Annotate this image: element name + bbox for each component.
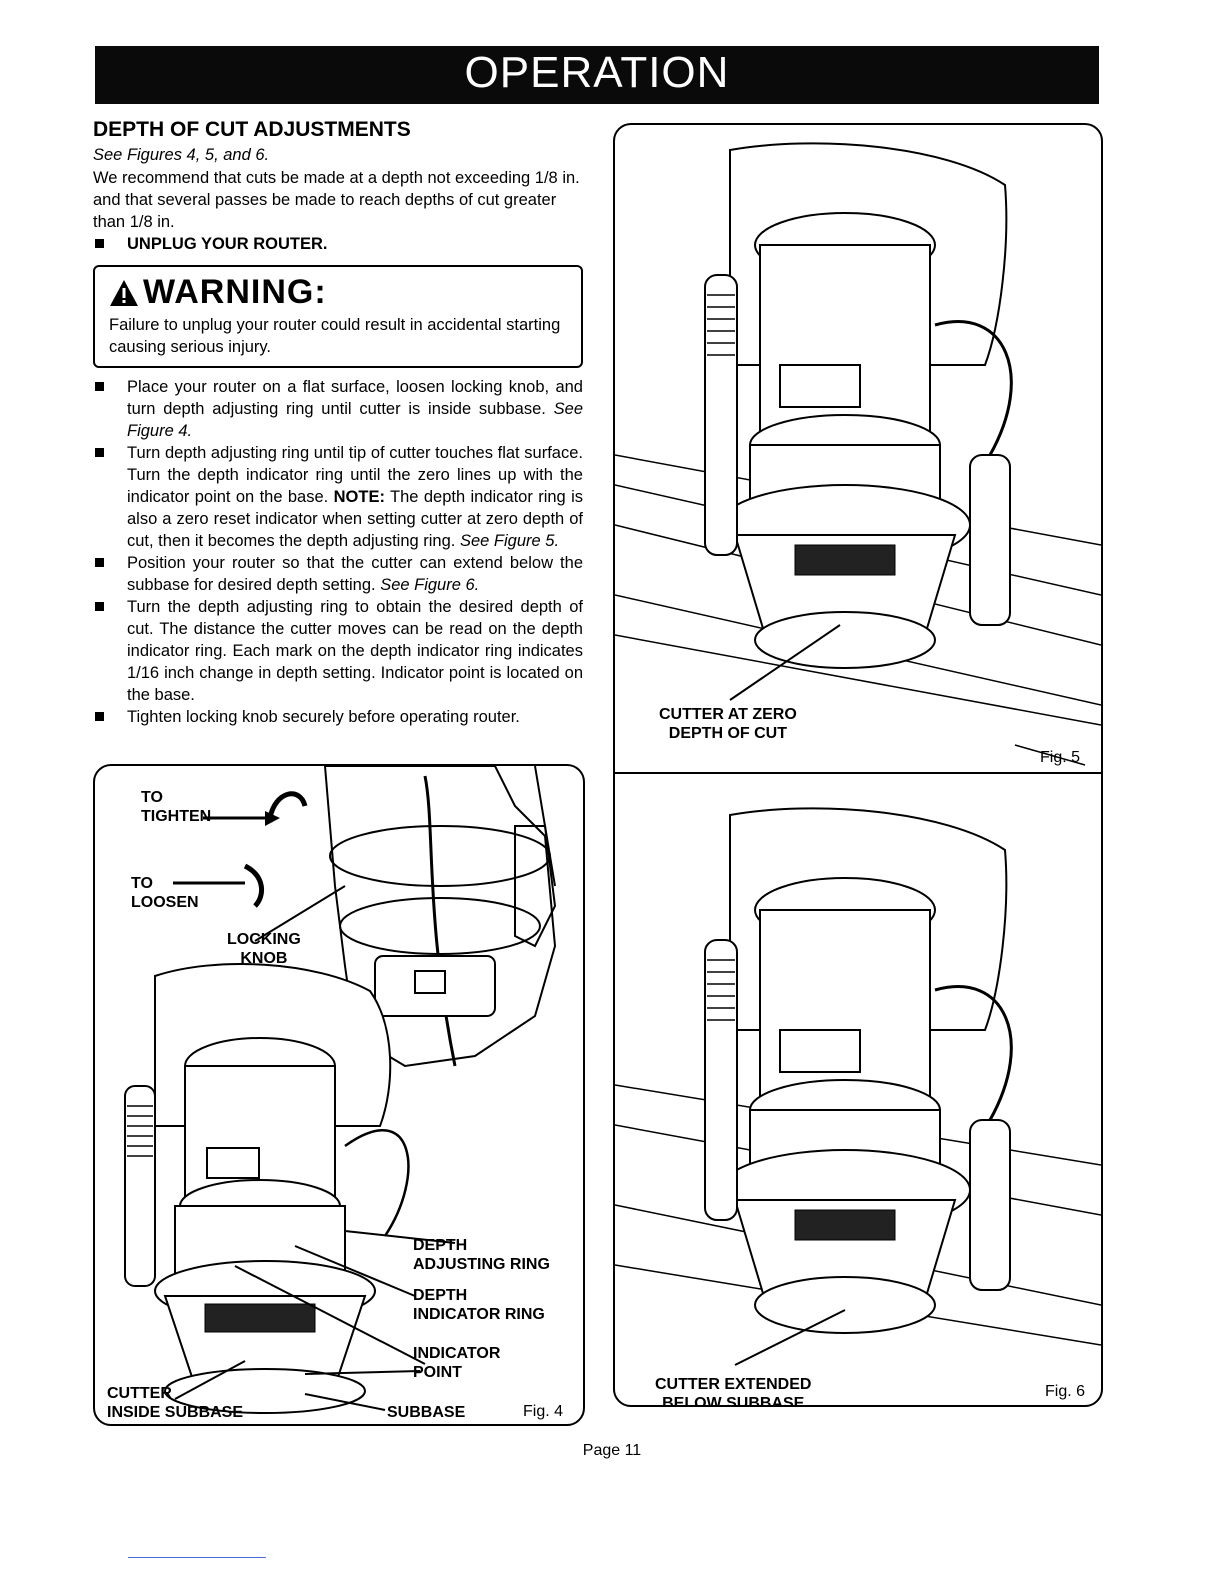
- figure-reference: See Figure 4.: [127, 400, 583, 440]
- see-figures: See Figures 4, 5, and 6.: [93, 146, 270, 164]
- list-item: Position your router so that the cutter …: [93, 552, 583, 596]
- subbase-label: SUBBASE: [387, 1404, 466, 1421]
- note-text: The depth indicator ring is also a zero …: [127, 488, 584, 550]
- bullet-text: Place your router on a flat surface, loo…: [127, 378, 583, 418]
- warning-title: WARNING:: [143, 273, 327, 311]
- warning-header: WARNING:: [109, 273, 569, 312]
- depth-adjusting-ring-label: DEPTH ADJUSTING RING: [413, 1237, 550, 1273]
- figures-5-6: CUTTER AT ZERO DEPTH OF CUT Fig. 5 CUTTE…: [613, 123, 1103, 1407]
- cutter-at-zero-label: CUTTER AT ZERO DEPTH OF CUT: [659, 706, 797, 742]
- list-item: Turn depth adjusting ring until tip of c…: [93, 442, 583, 552]
- warning-text: Failure to unplug your router could resu…: [109, 316, 561, 356]
- to-loosen-label: TO LOOSEN: [131, 875, 199, 911]
- bullet-text: Turn the depth adjusting ring to obtain …: [127, 598, 583, 704]
- divider: [128, 1557, 266, 1558]
- brand-plate: [204, 1303, 316, 1333]
- header-bar: OPERATION: [95, 46, 1099, 104]
- list-item: Place your router on a flat surface, loo…: [93, 376, 583, 442]
- section-title: DEPTH OF CUT ADJUSTMENTS: [93, 118, 411, 141]
- locking-knob-label: LOCKING KNOB: [227, 931, 301, 967]
- page-number: Page 11: [582, 1442, 642, 1459]
- warning-box: WARNING: Failure to unplug your router c…: [93, 265, 583, 368]
- intro-paragraph: We recommend that cuts be made at a dept…: [93, 169, 580, 231]
- router-illustration-fig4: [124, 766, 557, 1414]
- depth-indicator-ring-label: DEPTH INDICATOR RING: [413, 1287, 545, 1323]
- indicator-point-label: INDICATOR POINT: [413, 1345, 501, 1381]
- figure-number: Fig. 6: [1045, 1383, 1086, 1400]
- bullet-marker: [95, 558, 104, 567]
- note-label: NOTE:: [333, 488, 385, 506]
- router-illustration-fig5-fig6: [615, 142, 1101, 1366]
- bullet-text: Tighten locking knob securely before ope…: [127, 708, 520, 726]
- instruction-list: Place your router on a flat surface, loo…: [93, 376, 583, 728]
- figure-reference: See Figure 5.: [459, 532, 560, 550]
- unplug-bullet: UNPLUG YOUR ROUTER.: [93, 233, 583, 255]
- page-title: OPERATION: [464, 48, 730, 97]
- to-tighten-label: TO TIGHTEN: [141, 789, 212, 825]
- list-item: Tighten locking knob securely before ope…: [93, 706, 583, 728]
- bullet-marker: [95, 712, 104, 721]
- bullet-marker: [95, 382, 104, 391]
- warning-triangle-icon: [110, 279, 138, 306]
- figure-4: TO TIGHTEN TO LOOSEN LOCKING KNOB DEPTH …: [93, 764, 585, 1426]
- left-column: DEPTH OF CUT ADJUSTMENTS See Figures 4, …: [93, 118, 583, 728]
- bullet-text: Position your router so that the cutter …: [127, 554, 583, 594]
- figure-reference: See Figure 6.: [380, 576, 480, 594]
- figure-number: Fig. 5: [1040, 749, 1081, 766]
- bullet-marker: [95, 448, 104, 457]
- bullet-marker: [95, 602, 104, 611]
- figure-number: Fig. 4: [523, 1403, 564, 1420]
- cutter-extended-label: CUTTER EXTENDED BELOW SUBBASE: [655, 1376, 812, 1407]
- bullet-marker: [95, 239, 104, 248]
- bullet-text: Turn depth adjusting ring until tip of c…: [127, 444, 583, 506]
- cutter-inside-subbase-label: CUTTER INSIDE SUBBASE: [107, 1385, 244, 1421]
- unplug-text: UNPLUG YOUR ROUTER.: [127, 235, 328, 253]
- list-item: Turn the depth adjusting ring to obtain …: [93, 596, 583, 706]
